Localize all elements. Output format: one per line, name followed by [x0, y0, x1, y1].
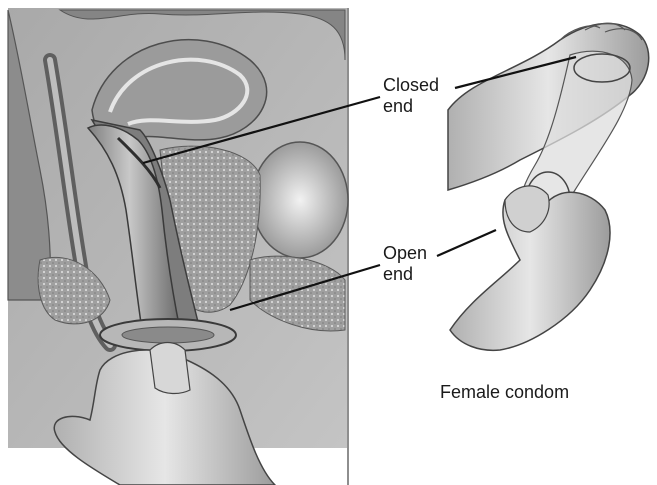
closed-end-label: Closed end — [383, 75, 439, 117]
hands-illustration — [448, 23, 649, 350]
bladder — [252, 142, 348, 258]
anatomy-cross-section — [8, 8, 348, 485]
open-end-label-line2: end — [383, 264, 427, 285]
inserting-hand-finger — [150, 343, 190, 394]
closed-end-label-line1: Closed — [383, 75, 439, 96]
open-end-label: Open end — [383, 243, 427, 285]
open-end-label-line1: Open — [383, 243, 427, 264]
condom-outer-ring-opening — [122, 327, 214, 343]
open-end-leader-line-right — [437, 230, 496, 256]
closed-end-label-line2: end — [383, 96, 439, 117]
figure-caption: Female condom — [440, 382, 569, 403]
